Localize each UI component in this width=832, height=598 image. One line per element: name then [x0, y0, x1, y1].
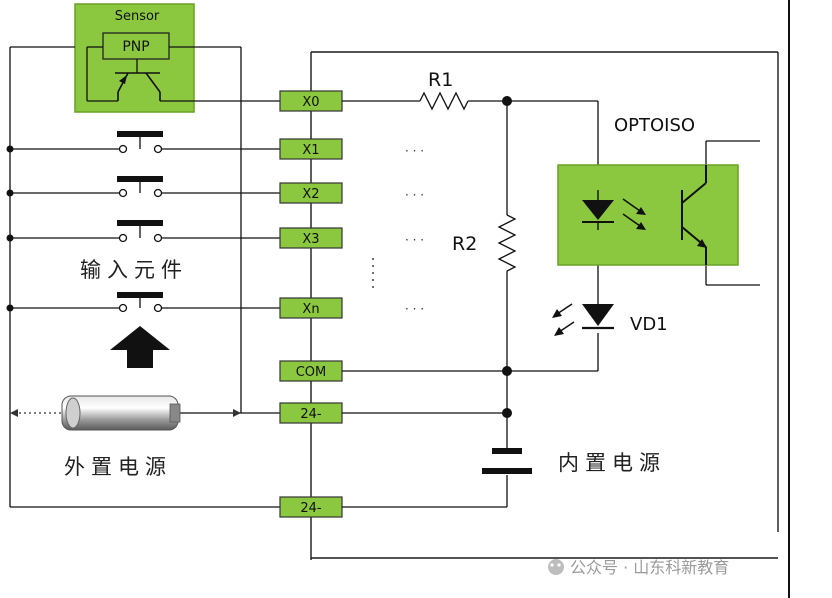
external-power-supply	[10, 395, 241, 431]
terminal-x2: X2	[279, 182, 343, 204]
watermark: 公众号 · 山东科新教育	[548, 558, 729, 577]
terminal-com: COM	[279, 360, 343, 382]
r2-label: R2	[452, 233, 477, 255]
vd1-label: VD1	[630, 314, 668, 335]
terminal-block: X0 X1 X2 X3 Xn COM 24- 24-	[279, 90, 343, 518]
transistor-arrow-icon	[119, 75, 127, 84]
svg-text:· · ·: · · ·	[405, 302, 424, 316]
svg-text:24-: 24-	[300, 501, 322, 516]
internal-wiring	[342, 91, 760, 508]
optoisolator: OPTOISO	[557, 115, 739, 266]
svg-text:COM: COM	[296, 365, 327, 380]
opto-light-arrows-icon	[622, 198, 641, 227]
svg-text:· · ·: · · ·	[405, 233, 424, 247]
optoiso-label: OPTOISO	[614, 115, 695, 136]
input-switches	[10, 131, 280, 313]
vd1-diode-icon	[582, 304, 614, 326]
svg-text:24-: 24-	[300, 407, 322, 422]
terminal-24-minus-a: 24-	[279, 402, 343, 424]
pnp-box	[102, 32, 170, 60]
vd1-led	[552, 303, 614, 336]
watermark-text: 公众号 · 山东科新教育	[570, 558, 729, 577]
pnp-label: PNP	[122, 39, 149, 55]
svg-text:X1: X1	[302, 143, 319, 158]
svg-text:Xn: Xn	[302, 302, 319, 317]
svg-text:· · ·: · · ·	[405, 188, 424, 202]
input-elements-caption: 输入元件	[80, 258, 188, 282]
terminal-x3: X3	[279, 227, 343, 249]
svg-text:X3: X3	[302, 232, 319, 247]
external-power-caption: 外置电源	[64, 455, 172, 479]
vd1-light-arrows-icon	[556, 303, 575, 333]
sensor-title: Sensor	[115, 9, 160, 24]
opto-led-icon	[582, 200, 614, 220]
r1-label: R1	[428, 69, 453, 91]
internal-power-caption: 内置电源	[558, 451, 666, 475]
terminal-x0: X0	[279, 90, 343, 112]
sensor-module: Sensor PNP	[74, 3, 280, 113]
continuation-dots: · · · · · · · · · · · ·	[372, 144, 424, 316]
svg-text:X2: X2	[302, 187, 319, 202]
push-arrow-icon	[110, 326, 170, 368]
opto-phototransistor-icon	[681, 165, 707, 265]
terminal-x1: X1	[279, 138, 343, 160]
internal-battery-icon	[482, 448, 532, 474]
terminal-xn: Xn	[279, 297, 343, 319]
plc-boundary	[310, 51, 779, 560]
internal-junctions	[502, 96, 512, 418]
left-bus-junctions	[6, 145, 14, 312]
optoiso-box	[557, 164, 739, 266]
svg-text:· · ·: · · ·	[405, 144, 424, 158]
svg-text:X0: X0	[302, 95, 319, 110]
terminal-24-minus-b: 24-	[279, 496, 343, 518]
